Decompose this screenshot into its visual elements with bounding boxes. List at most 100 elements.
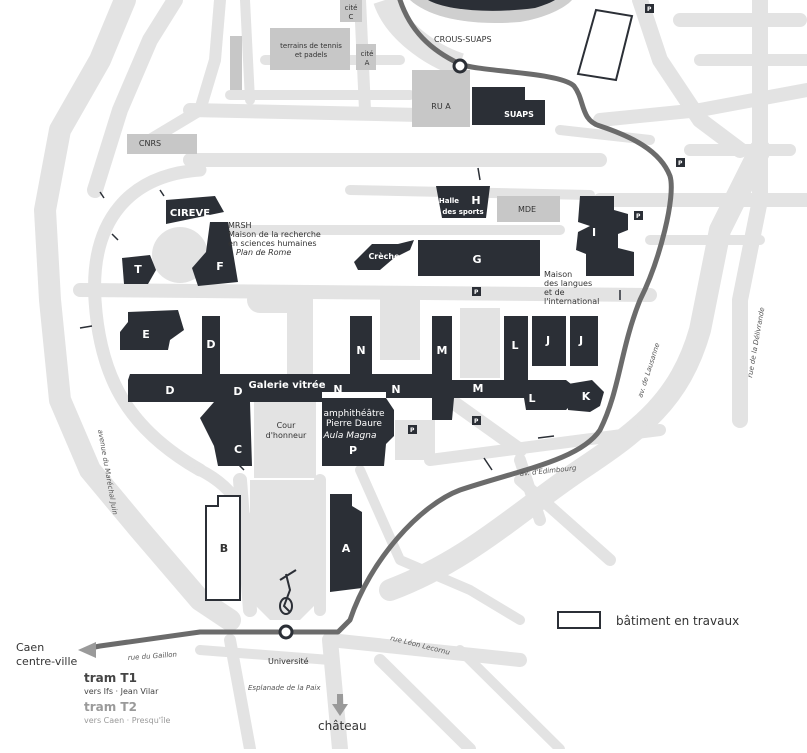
- building-labels: CIREVE F T E D D D Galerie vitrée N N N …: [134, 4, 596, 555]
- label-cnrs: CNRS: [139, 139, 161, 148]
- building-cite-a: [356, 44, 376, 70]
- building-a: [330, 494, 362, 592]
- building-j1: [532, 316, 566, 366]
- label-j1: J: [545, 334, 550, 347]
- stadium-ring: [428, 0, 555, 11]
- svg-text:P: P: [410, 427, 415, 434]
- label-c: C: [234, 443, 242, 456]
- label-t2-dest: vers Caen · Presqu'île: [84, 716, 170, 725]
- label-d3: D: [233, 385, 242, 398]
- label-g: G: [472, 253, 481, 266]
- label-t2-title: tram T2: [84, 700, 137, 714]
- building-k: [568, 380, 604, 412]
- plaza-areas: [152, 227, 500, 620]
- legend-label: bâtiment en travaux: [616, 614, 739, 628]
- label-tennis-1: terrains de tennis: [280, 42, 342, 50]
- tram-line: [87, 0, 674, 651]
- label-t1-title: tram T1: [84, 671, 137, 685]
- label-f: F: [216, 260, 224, 273]
- label-m1: M: [437, 344, 448, 357]
- label-halle-2: des sports: [442, 208, 483, 216]
- entrance-markers: [79, 167, 621, 471]
- svg-text:av. de Lausanne: av. de Lausanne: [636, 342, 661, 399]
- label-tennis-2: et padels: [295, 51, 328, 59]
- label-n2: N: [333, 383, 342, 396]
- parking-icon: P: [645, 4, 654, 13]
- label-cour-2: d'honneur: [266, 431, 307, 440]
- svg-text:P: P: [636, 213, 641, 220]
- label-halle-1: Halle: [439, 197, 459, 205]
- label-cite-a-2: A: [365, 59, 370, 67]
- svg-text:l'international: l'international: [544, 297, 599, 306]
- building-aula: [322, 398, 394, 466]
- annotations: MRSH Maison de la recherche en sciences …: [228, 221, 599, 306]
- label-k: K: [582, 390, 591, 403]
- label-chateau: château: [318, 719, 367, 733]
- building-e: [120, 310, 184, 350]
- legend-swatch: [557, 611, 601, 629]
- arrow-down-icon: [332, 694, 348, 716]
- statue-icon: [279, 569, 297, 615]
- arrow-icon: [78, 642, 96, 658]
- building-i: [576, 196, 634, 276]
- svg-text:rue du Gaillon: rue du Gaillon: [128, 651, 178, 662]
- label-i: I: [592, 226, 596, 239]
- legend: bâtiment en travaux: [557, 611, 739, 629]
- building-tennis: [270, 28, 350, 70]
- label-n3: N: [391, 383, 400, 396]
- label-suaps: SUAPS: [504, 110, 534, 119]
- parking-icon: P: [676, 158, 685, 167]
- svg-text:Esplanade de la Paix: Esplanade de la Paix: [248, 684, 321, 692]
- building-mde: [497, 196, 560, 222]
- building-f: [192, 222, 238, 286]
- svg-text:P: P: [678, 160, 683, 167]
- svg-text:et de: et de: [544, 288, 565, 297]
- label-m2: M: [473, 382, 484, 395]
- svg-text:des langues: des langues: [544, 279, 592, 288]
- label-p: P: [349, 444, 357, 457]
- light-buildings: [127, 0, 560, 222]
- building-halle: [436, 186, 490, 218]
- building-t: [122, 255, 156, 284]
- label-dest-caen-2: centre-ville: [16, 655, 78, 668]
- building-c: [200, 402, 252, 466]
- svg-text:Maison de la recherche: Maison de la recherche: [228, 230, 321, 239]
- parking-icon: P: [408, 425, 417, 434]
- svg-text:Maison: Maison: [544, 270, 572, 279]
- label-mde: MDE: [518, 205, 536, 214]
- svg-text:Plan de Rome: Plan de Rome: [236, 248, 291, 257]
- parking-icon: P: [472, 287, 481, 296]
- label-cour-1: Cour: [277, 421, 297, 430]
- label-j2: J: [578, 334, 583, 347]
- svg-text:P: P: [474, 289, 479, 296]
- building-g: [418, 240, 540, 276]
- label-amphi-3: Aula Magna: [323, 431, 377, 441]
- label-rua: RU A: [431, 102, 451, 111]
- parking-icon: P: [634, 211, 643, 220]
- dark-buildings: [120, 87, 634, 592]
- buildings-in-works: [205, 8, 634, 601]
- label-n1: N: [356, 344, 365, 357]
- building-rua: [412, 70, 470, 127]
- label-stop-crous: CROUS-SUAPS: [434, 35, 492, 44]
- label-t1-dest: vers Ifs · Jean Vilar: [84, 687, 159, 696]
- tram-stop-crous: [452, 58, 468, 74]
- tram-labels: CROUS-SUAPS Université Caen centre-ville…: [16, 35, 492, 733]
- building-cite-small: [230, 36, 242, 90]
- label-l1: L: [511, 339, 518, 352]
- label-l2: L: [528, 392, 535, 405]
- label-cite-c-1: cité: [345, 4, 358, 12]
- building-cnrs: [127, 134, 197, 154]
- svg-text:P: P: [647, 6, 652, 13]
- parking-signs: P P P P P P: [408, 4, 685, 434]
- label-halle-h: H: [471, 194, 480, 207]
- label-dest-caen-1: Caen: [16, 641, 44, 654]
- label-galerie: Galerie vitrée: [248, 379, 325, 391]
- building-suaps: [472, 87, 545, 125]
- label-amphi-2: Pierre Daure: [326, 419, 382, 429]
- building-construction-top: [576, 8, 634, 82]
- building-j2: [570, 316, 598, 366]
- label-a: A: [342, 542, 351, 555]
- building-b: [205, 495, 241, 601]
